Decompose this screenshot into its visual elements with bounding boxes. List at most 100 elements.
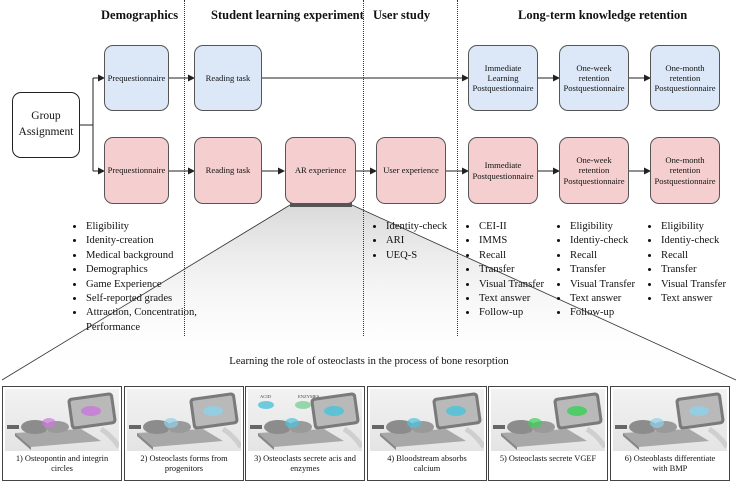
list-item: Identiy-check — [569, 234, 659, 248]
blue-prequestionnaire-label: Prequestionnaire — [107, 72, 166, 83]
scene-illustration — [372, 392, 484, 450]
list-item: Text answer — [569, 292, 659, 306]
blue-reading-box: Reading task — [194, 45, 262, 111]
scene-panel: ACID ENZYMES 3) Osteoclasts secrete acis… — [245, 386, 365, 481]
list-item: Transfer — [660, 263, 738, 277]
header-demographics: Demographics — [101, 8, 179, 22]
scene-illustration — [7, 392, 119, 450]
blue-month-line-1: One-month — [665, 62, 705, 73]
list-item: Idenity-creation — [85, 234, 197, 248]
list-item: Demographics — [85, 263, 197, 277]
header-retention: Long-term knowledge retention — [518, 8, 688, 22]
list-item: Text answer — [478, 292, 568, 306]
scene-panel: 2) Osteoclasts forms from progenitors — [124, 386, 244, 481]
separator-3 — [457, 0, 458, 336]
red-week-line-3: Postquestionnaire — [563, 175, 625, 186]
blue-immediate-line-2: Learning — [487, 72, 519, 83]
panel-label-line-1: 2) Osteoclasts forms from — [140, 454, 228, 463]
list-item: Follow-up — [478, 306, 568, 320]
list-item: Eligibility — [85, 220, 197, 234]
red-immediate-line-2: Postquestionnaire — [472, 170, 534, 181]
panel-label: 2) Osteoclasts forms from progenitors — [125, 454, 243, 474]
immediate-list: CEI-IIIMMSRecallTransferVisual TransferT… — [464, 220, 568, 321]
user-study-list: Identity-checkARIUEQ-S — [371, 220, 475, 263]
list-item: Visual Transfer — [569, 278, 659, 292]
blue-immediate-line-1: Immediate — [484, 62, 522, 73]
panel-label: 4) Bloodstream absorbs calcium — [368, 454, 486, 474]
scene-panel: 4) Bloodstream absorbs calcium — [367, 386, 487, 481]
red-reading-label: Reading task — [205, 165, 251, 176]
scene-illustration — [615, 392, 727, 450]
list-item: ARI — [385, 234, 475, 248]
panel-label-line-1: 1) Osteopontin and integrin — [15, 454, 109, 463]
header-learning: Student learning experiment — [211, 8, 364, 22]
panel-label-line-2: circles — [51, 464, 73, 474]
list-item: Identiy-check — [660, 234, 738, 248]
panel-label-line-2: with BMP — [652, 464, 688, 474]
separator-2 — [363, 0, 364, 336]
panel-label: 5) Osteoclasts secrete VGEF — [489, 454, 607, 464]
list-item: Recall — [478, 249, 568, 263]
panel-tag: ENZYMES — [298, 394, 320, 399]
blue-immediate-line-3: Postquestionnaire — [472, 83, 534, 94]
list-item: Recall — [660, 249, 738, 263]
list-item: Follow-up — [569, 306, 659, 320]
scene-illustration: ACID ENZYMES — [250, 392, 362, 450]
panel-illustration — [491, 389, 605, 451]
list-item: IMMS — [478, 234, 568, 248]
scene-illustration — [129, 392, 241, 450]
panel-label-line-1: 6) Osteoblasts differentiate — [624, 454, 716, 463]
list-item: Attraction, Concentration, Performance — [85, 306, 197, 335]
demographics-list: EligibilityIdenity-creationMedical backg… — [71, 220, 197, 335]
user-experience-label: User experience — [383, 165, 439, 176]
panel-label-line-2: progenitors — [164, 464, 204, 474]
red-reading-box: Reading task — [194, 137, 262, 204]
scene-panel: 5) Osteoclasts secrete VGEF — [488, 386, 608, 481]
red-month-line-2: retention — [669, 165, 701, 176]
group-line-1: Group — [31, 110, 61, 123]
panel-label: 1) Osteopontin and integrin circles — [3, 454, 121, 474]
scene-illustration — [493, 392, 605, 450]
list-item: Self-reported grades — [85, 292, 197, 306]
blue-month-line-2: retention — [669, 72, 701, 83]
panel-label: 6) Osteoblasts differentiate with BMP — [611, 454, 729, 474]
list-item: Eligibility — [569, 220, 659, 234]
month-list: EligibilityIdentiy-checkRecallTransferVi… — [646, 220, 738, 306]
list-item: Game Experience — [85, 278, 197, 292]
panel-label: 3) Osteoclasts secrete acis and enzymes — [246, 454, 364, 474]
blue-week-line-2: retention — [578, 72, 610, 83]
ar-experience-box: AR experience — [285, 137, 356, 204]
separator-1 — [184, 0, 185, 336]
list-item: Medical background — [85, 249, 197, 263]
red-month-line-3: Postquestionnaire — [654, 175, 716, 186]
panel-illustration — [370, 389, 484, 451]
panel-label-line-1: 5) Osteoclasts secrete VGEF — [499, 454, 597, 463]
list-item: Transfer — [478, 263, 568, 277]
red-prequestionnaire-box: Prequestionnaire — [104, 137, 169, 204]
panel-illustration — [613, 389, 727, 451]
blue-month-line-3: Postquestionnaire — [654, 83, 716, 94]
caption: Learning the role of osteoclasts in the … — [229, 355, 509, 367]
scene-panel: 1) Osteopontin and integrin circles — [2, 386, 122, 481]
panel-label-line-2: calcium — [413, 464, 441, 474]
list-item: Recall — [569, 249, 659, 263]
red-immediate-line-1: Immediate — [484, 160, 522, 171]
panel-illustration — [5, 389, 119, 451]
group-line-2: Assignment — [18, 126, 74, 138]
blue-week-line-1: One-week — [576, 62, 612, 73]
list-item: UEQ-S — [385, 249, 475, 263]
blue-reading-label: Reading task — [205, 72, 251, 83]
user-experience-box: User experience — [376, 137, 446, 204]
header-user-study: User study — [373, 8, 431, 22]
list-item: Eligibility — [660, 220, 738, 234]
list-item: Visual Transfer — [660, 278, 738, 292]
panel-label-line-1: 4) Bloodstream absorbs — [387, 454, 467, 463]
list-item: Identity-check — [385, 220, 475, 234]
panel-illustration: ACID ENZYMES — [248, 389, 362, 451]
